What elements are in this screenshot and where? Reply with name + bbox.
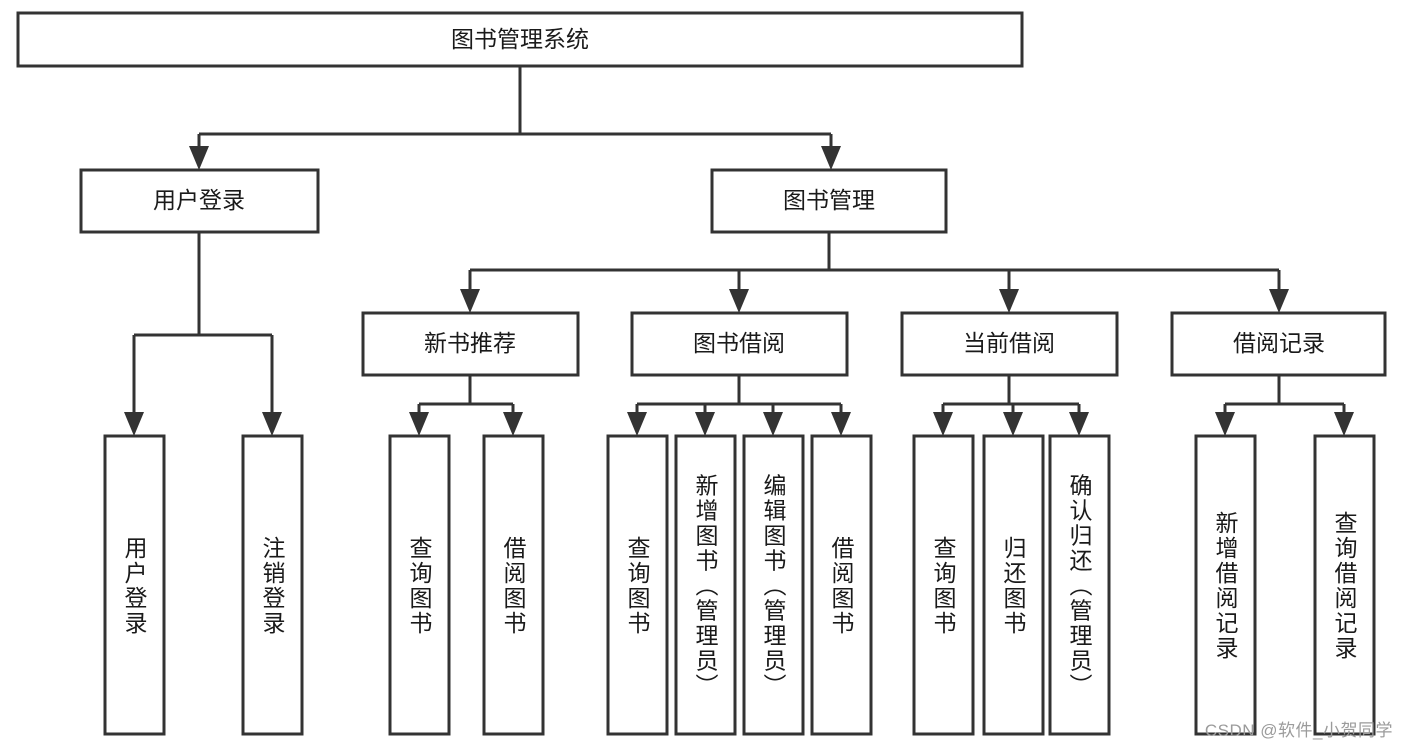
arrowhead-leaf-rec-add — [1215, 412, 1235, 436]
node-leaf-rec-query-box[interactable] — [1313, 434, 1376, 736]
node-root[interactable]: 图书管理系统 — [16, 11, 1024, 68]
arrowhead-leaf-new-query — [409, 412, 429, 436]
node-leaf-borrow-lend-box[interactable] — [810, 434, 873, 736]
arrowhead-leaf-new-borrow — [503, 412, 523, 436]
arrowhead-leaf-borrow-lend — [831, 412, 851, 436]
node-login[interactable]: 用户登录 — [79, 168, 320, 234]
edge-layer — [124, 66, 1354, 436]
node-leaf-borrow-add-label: 新增图书（管理员） — [692, 474, 719, 699]
node-leaf-cur-return-box[interactable] — [982, 434, 1045, 736]
arrowhead-leaf-user-login — [124, 412, 144, 436]
node-leaf-user-logout[interactable]: 注销登录 — [241, 434, 304, 736]
node-login-box[interactable] — [79, 168, 320, 234]
arrowhead-record — [1269, 289, 1289, 313]
node-leaf-user-logout-label: 注销登录 — [259, 536, 286, 636]
node-leaf-borrow-add[interactable]: 新增图书（管理员） — [674, 434, 737, 736]
node-leaf-new-query[interactable]: 查询图书 — [388, 434, 451, 736]
node-current-box[interactable] — [900, 311, 1119, 377]
node-record-box[interactable] — [1170, 311, 1387, 377]
node-leaf-borrow-edit-box[interactable] — [742, 434, 805, 736]
node-leaf-cur-confirm-box[interactable] — [1048, 434, 1111, 736]
node-leaf-borrow-query-box[interactable] — [606, 434, 669, 736]
node-leaf-cur-query-box[interactable] — [912, 434, 975, 736]
arrowhead-leaf-user-logout — [262, 412, 282, 436]
node-leaf-rec-add-box[interactable] — [1194, 434, 1257, 736]
node-bookmgmt-label: 图书管理 — [783, 187, 875, 213]
node-newbook-box[interactable] — [361, 311, 580, 377]
node-bookmgmt-box[interactable] — [710, 168, 948, 234]
node-leaf-borrow-edit[interactable]: 编辑图书（管理员） — [742, 434, 805, 736]
arrowhead-leaf-cur-confirm — [1069, 412, 1089, 436]
node-newbook-label: 新书推荐 — [424, 330, 516, 356]
node-root-box[interactable] — [16, 11, 1024, 68]
arrowhead-leaf-borrow-add — [695, 412, 715, 436]
node-leaf-cur-return-label: 归还图书 — [1000, 536, 1027, 636]
node-leaf-borrow-lend-label: 借阅图书 — [828, 536, 855, 636]
node-leaf-borrow-lend[interactable]: 借阅图书 — [810, 434, 873, 736]
node-borrow[interactable]: 图书借阅 — [630, 311, 849, 377]
node-leaf-cur-confirm[interactable]: 确认归还（管理员） — [1048, 434, 1111, 736]
arrowhead-login — [189, 146, 209, 170]
arrowhead-bookmgmt — [821, 146, 841, 170]
node-leaf-new-borrow[interactable]: 借阅图书 — [482, 434, 545, 736]
node-leaf-cur-query-label: 查询图书 — [930, 536, 957, 636]
node-leaf-cur-query[interactable]: 查询图书 — [912, 434, 975, 736]
arrowhead-leaf-cur-return — [1003, 412, 1023, 436]
node-leaf-rec-query-label: 查询借阅记录 — [1331, 511, 1358, 661]
node-leaf-user-logout-box[interactable] — [241, 434, 304, 736]
node-leaf-borrow-add-box[interactable] — [674, 434, 737, 736]
arrowhead-leaf-cur-query — [933, 412, 953, 436]
node-leaf-new-query-label: 查询图书 — [406, 536, 433, 636]
node-bookmgmt[interactable]: 图书管理 — [710, 168, 948, 234]
node-leaf-rec-add[interactable]: 新增借阅记录 — [1194, 434, 1257, 736]
node-current[interactable]: 当前借阅 — [900, 311, 1119, 377]
node-newbook[interactable]: 新书推荐 — [361, 311, 580, 377]
arrowhead-current — [999, 289, 1019, 313]
node-record[interactable]: 借阅记录 — [1170, 311, 1387, 377]
node-leaf-rec-add-label: 新增借阅记录 — [1212, 511, 1239, 661]
node-leaf-borrow-edit-label: 编辑图书（管理员） — [760, 474, 787, 699]
node-record-label: 借阅记录 — [1233, 330, 1325, 356]
arrowhead-borrow — [729, 289, 749, 313]
node-leaf-new-borrow-box[interactable] — [482, 434, 545, 736]
node-leaf-cur-return[interactable]: 归还图书 — [982, 434, 1045, 736]
node-leaf-borrow-query[interactable]: 查询图书 — [606, 434, 669, 736]
node-leaf-user-login[interactable]: 用户登录 — [103, 434, 166, 736]
node-current-label: 当前借阅 — [963, 330, 1055, 356]
node-leaf-new-query-box[interactable] — [388, 434, 451, 736]
arrowhead-newbook — [460, 289, 480, 313]
node-login-label: 用户登录 — [153, 187, 245, 213]
csdn-watermark: CSDN @软件_小贺同学 — [1204, 721, 1393, 740]
node-leaf-rec-query[interactable]: 查询借阅记录 — [1313, 434, 1376, 736]
node-leaf-cur-confirm-label: 确认归还（管理员） — [1066, 474, 1093, 699]
arrowhead-leaf-borrow-query — [627, 412, 647, 436]
node-leaf-new-borrow-label: 借阅图书 — [500, 536, 527, 636]
arrowhead-leaf-rec-query — [1334, 412, 1354, 436]
node-leaf-user-login-label: 用户登录 — [121, 536, 148, 636]
node-borrow-box[interactable] — [630, 311, 849, 377]
node-root-label: 图书管理系统 — [451, 26, 589, 52]
arrowhead-leaf-borrow-edit — [763, 412, 783, 436]
node-borrow-label: 图书借阅 — [693, 330, 785, 356]
node-leaf-user-login-box[interactable] — [103, 434, 166, 736]
node-leaf-borrow-query-label: 查询图书 — [624, 536, 651, 636]
